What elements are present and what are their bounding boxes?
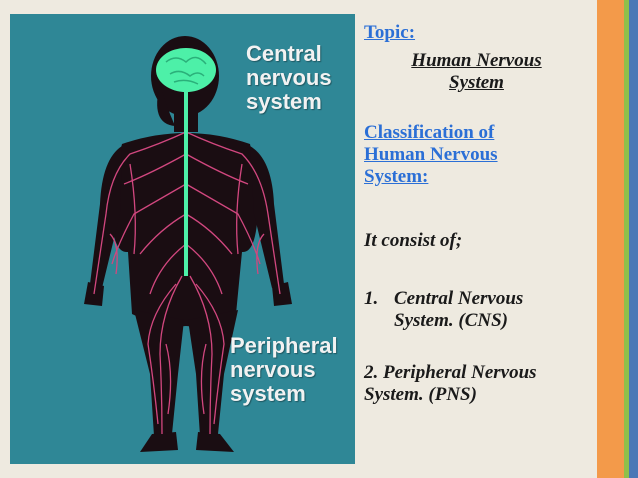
accent-stripe-blue	[629, 0, 638, 478]
body-silhouette	[84, 36, 292, 452]
cns-label: Central nervous system	[246, 41, 332, 114]
central-nervous-system	[156, 48, 216, 276]
list-number: 1.	[364, 288, 379, 309]
nervous-system-figure: Central nervous system Peripheral nervou…	[10, 14, 355, 464]
peripheral-nerves	[93, 131, 281, 435]
list-item-cns: 1. Central Nervous System. (CNS)	[364, 288, 524, 331]
accent-stripe-green	[624, 0, 629, 478]
pns-label: Peripheral nervous system	[230, 333, 338, 406]
human-body-illustration	[84, 36, 292, 452]
classification-heading: Classification of Human Nervous System:	[364, 122, 498, 187]
accent-stripe-orange	[597, 0, 624, 478]
list-item-pns: 2. Peripheral Nervous System. (PNS)	[364, 362, 537, 405]
slide-subject: Human Nervous System	[411, 50, 542, 93]
consist-text: It consist of;	[364, 230, 463, 251]
topic-label: Topic:	[364, 22, 416, 43]
slide-text: Topic: Human Nervous System Classificati…	[364, 22, 589, 406]
